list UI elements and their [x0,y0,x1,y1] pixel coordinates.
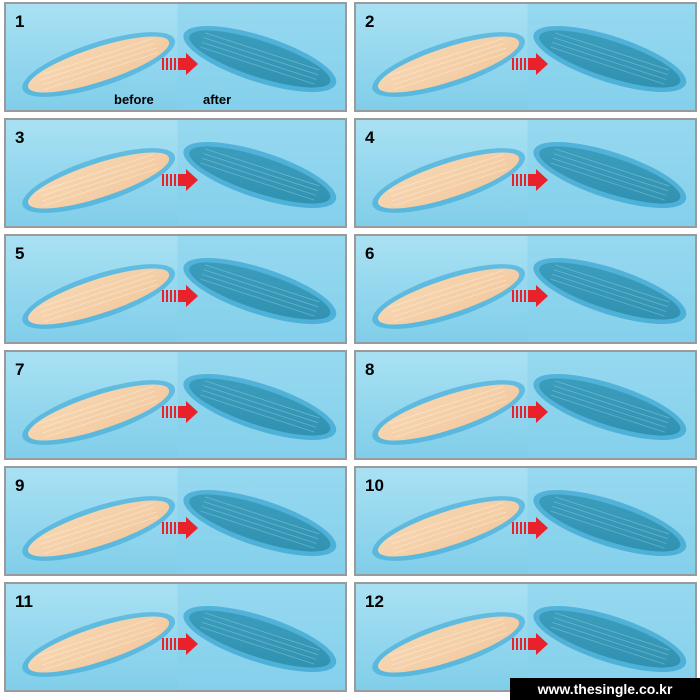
panel-6: 6 [354,234,697,344]
right-arrow-icon [162,517,198,539]
panel-3: 3 [4,118,347,228]
after-swatch [183,373,337,441]
right-arrow-icon [162,285,198,307]
swatch-photo [6,236,345,342]
before-swatch [22,264,175,329]
after-swatch [183,25,337,93]
panel-number: 5 [15,244,25,263]
before-swatch [22,496,175,561]
before-swatch [22,380,175,445]
swatch-photo [356,4,695,110]
after-swatch [533,257,687,325]
watermark: www.thesingle.co.kr [510,678,700,700]
panel-2: 2 [354,2,697,112]
panel-8: 8 [354,350,697,460]
panel-9: 9 [4,466,347,576]
right-arrow-icon [512,517,548,539]
panel-1: 1 before after [4,2,347,112]
before-swatch [372,264,525,329]
swatch-photo [6,352,345,458]
panel-12: 12 [354,582,697,692]
panel-number: 9 [15,476,25,495]
before-swatch [22,148,175,213]
after-swatch [533,25,687,93]
before-swatch [372,32,525,97]
after-swatch [183,141,337,209]
before-swatch [22,32,175,97]
after-swatch [183,257,337,325]
swatch-photo [6,120,345,226]
after-swatch [533,489,687,557]
before-swatch [372,612,525,677]
after-swatch [533,605,687,673]
panel-10: 10 [354,466,697,576]
panel-5: 5 [4,234,347,344]
after-swatch [533,141,687,209]
before-swatch [22,612,175,677]
swatch-photo [6,468,345,574]
panel-number: 12 [365,592,384,611]
before-swatch [372,380,525,445]
right-arrow-icon [162,169,198,191]
swatch-photo [356,120,695,226]
panel-number: 11 [15,592,33,611]
panel-11: 11 [4,582,347,692]
right-arrow-icon [512,633,548,655]
panel-7: 7 [4,350,347,460]
right-arrow-icon [512,53,548,75]
panel-number: 8 [365,360,375,379]
right-arrow-icon [162,401,198,423]
right-arrow-icon [162,633,198,655]
after-swatch [183,489,337,557]
swatch-photo [6,584,345,690]
panel-number: 2 [365,12,375,31]
before-swatch [372,148,525,213]
caption-after: after [203,92,232,107]
panel-number: 1 [15,12,25,31]
after-swatch [533,373,687,441]
swatch-photo [356,352,695,458]
right-arrow-icon [512,285,548,307]
panel-number: 4 [365,128,375,147]
panel-number: 10 [365,476,384,495]
before-swatch [372,496,525,561]
caption-before: before [114,92,154,107]
swatch-photo [6,4,345,110]
right-arrow-icon [512,401,548,423]
after-swatch [183,605,337,673]
panel-number: 7 [15,360,25,379]
swatch-photo [356,236,695,342]
panel-number: 6 [365,244,375,263]
right-arrow-icon [512,169,548,191]
swatch-photo [356,468,695,574]
panel-4: 4 [354,118,697,228]
swatch-photo [356,584,695,690]
right-arrow-icon [162,53,198,75]
panel-number: 3 [15,128,25,147]
